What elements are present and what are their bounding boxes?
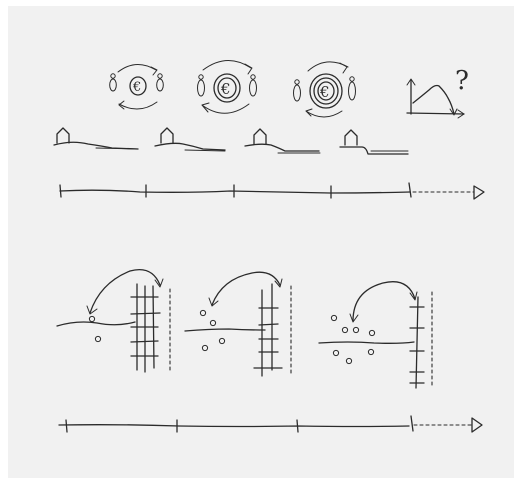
euro-symbol: €: [132, 80, 141, 95]
euro-symbol: €: [319, 83, 330, 101]
paper-background: [8, 6, 514, 478]
euro-symbol: €: [220, 80, 231, 98]
question-mark: ?: [455, 66, 469, 96]
